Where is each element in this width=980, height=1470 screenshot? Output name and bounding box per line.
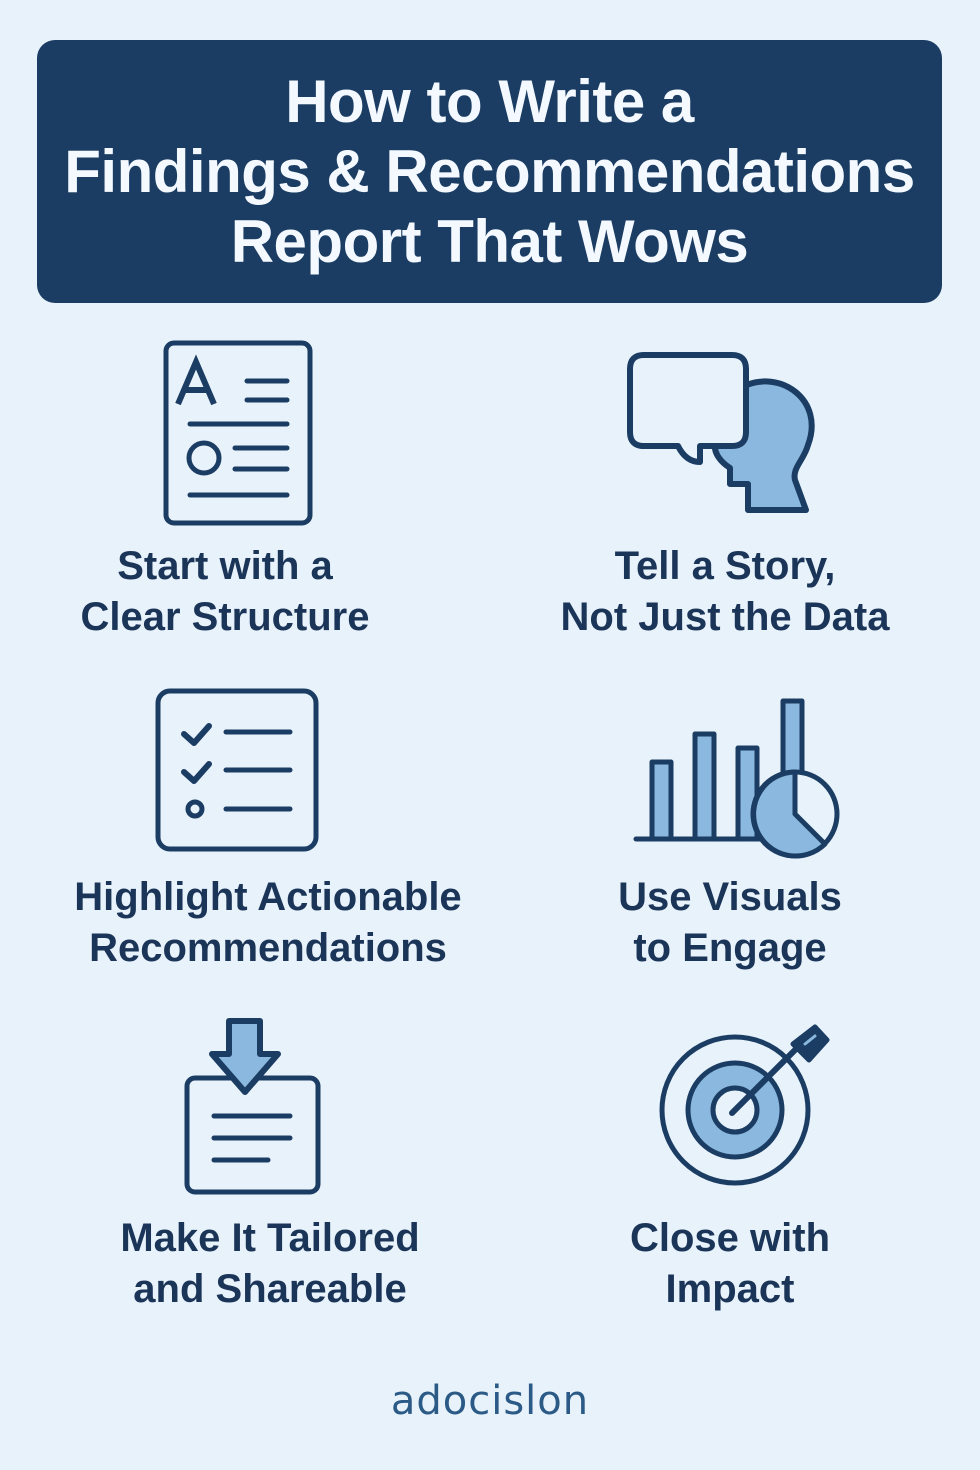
title-banner: How to Write a Findings & Recommendation…	[37, 40, 942, 303]
target-arrow-icon	[655, 1022, 835, 1190]
brand-logo: adocislon	[390, 1378, 590, 1424]
tip-line: Clear Structure	[80, 595, 370, 639]
tip-label-recommendations: Highlight Actionable Recommendations	[40, 872, 496, 974]
tip-line: Start with a	[117, 544, 333, 588]
download-document-icon	[182, 1016, 322, 1198]
tip-label-structure: Start with a Clear Structure	[0, 541, 450, 643]
tip-label-story: Tell a Story, Not Just the Data	[505, 541, 945, 643]
speech-bubble-head-icon	[620, 350, 820, 520]
tip-line: Highlight Actionable	[74, 875, 462, 919]
tip-line: to Engage	[633, 926, 827, 970]
tip-line: and Shareable	[133, 1267, 407, 1311]
bar-pie-chart-icon	[630, 696, 845, 861]
tip-label-visuals: Use Visuals to Engage	[510, 872, 950, 974]
tip-line: Make It Tailored	[120, 1216, 420, 1260]
checklist-icon	[153, 686, 321, 854]
title-line-2: Findings & Recommendations	[64, 137, 915, 205]
tip-label-tailored: Make It Tailored and Shareable	[45, 1213, 495, 1315]
title-line-1: How to Write a	[285, 67, 694, 135]
tip-line: Impact	[665, 1267, 795, 1311]
tip-line: Use Visuals	[618, 875, 842, 919]
tip-line: Close with	[629, 1216, 831, 1260]
document-outline-icon	[160, 338, 316, 528]
tip-line: Tell a Story,	[614, 544, 836, 588]
tip-label-impact: Close with Impact	[510, 1213, 950, 1315]
tip-line: Not Just the Data	[560, 595, 890, 639]
tip-line: Recommendations	[89, 926, 447, 970]
title-line-3: Report That Wows	[230, 207, 749, 275]
